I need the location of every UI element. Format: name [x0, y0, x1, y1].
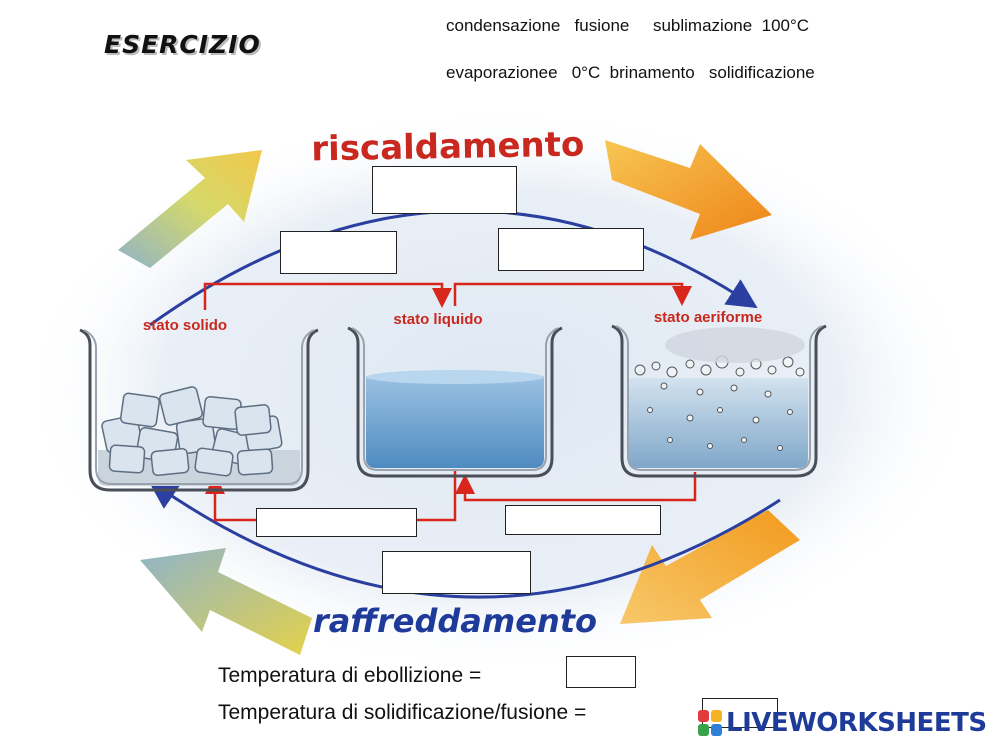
gas-state-label: stato aeriforme	[654, 309, 762, 326]
answer-box-evaporation[interactable]	[498, 228, 644, 271]
liquid-beaker	[347, 326, 563, 478]
word-bank-row-1[interactable]: condensazione fusione sublimazione 100°C	[446, 16, 810, 35]
solid-to-liquid-arrow	[203, 282, 452, 310]
answer-box-melting[interactable]	[280, 231, 397, 274]
boiling-temperature-input[interactable]	[566, 656, 636, 688]
melting-temperature-label: Temperatura di solidificazione/fusione =	[218, 701, 587, 724]
answer-box-condensation[interactable]	[505, 505, 661, 535]
ice-cubes	[101, 386, 283, 477]
liquid-to-gas-arrow	[453, 282, 692, 306]
word-bank-row-2[interactable]: evaporazionee 0°C brinamento solidificaz…	[446, 63, 815, 82]
logo-text: LIVEWORKSHEETS	[726, 708, 987, 738]
cooling-arrow-right	[620, 510, 800, 624]
logo-grid-icon	[698, 710, 722, 736]
gas-beaker	[611, 324, 827, 478]
heating-arrow-left	[118, 150, 262, 268]
liveworksheets-logo: LIVEWORKSHEETS	[698, 708, 987, 738]
solid-state-label: stato solido	[143, 317, 227, 334]
liquid-state-label: stato liquido	[393, 311, 482, 328]
cooling-label: raffreddamento	[313, 602, 597, 640]
gas-to-liquid-arrow	[455, 472, 697, 502]
answer-box-solidification[interactable]	[256, 508, 417, 537]
page-title: ESERCIZIO	[104, 30, 261, 59]
solid-beaker	[79, 328, 319, 492]
heating-arrow-right	[605, 140, 772, 240]
steam-cloud	[665, 327, 805, 363]
answer-box-sublimation[interactable]	[372, 166, 517, 214]
answer-box-deposition[interactable]	[382, 551, 531, 594]
cooling-arc	[147, 479, 781, 599]
cooling-arrow-left	[140, 548, 312, 655]
heating-label: riscaldamento	[311, 125, 585, 170]
boiling-temperature-label: Temperatura di ebollizione =	[218, 664, 482, 687]
